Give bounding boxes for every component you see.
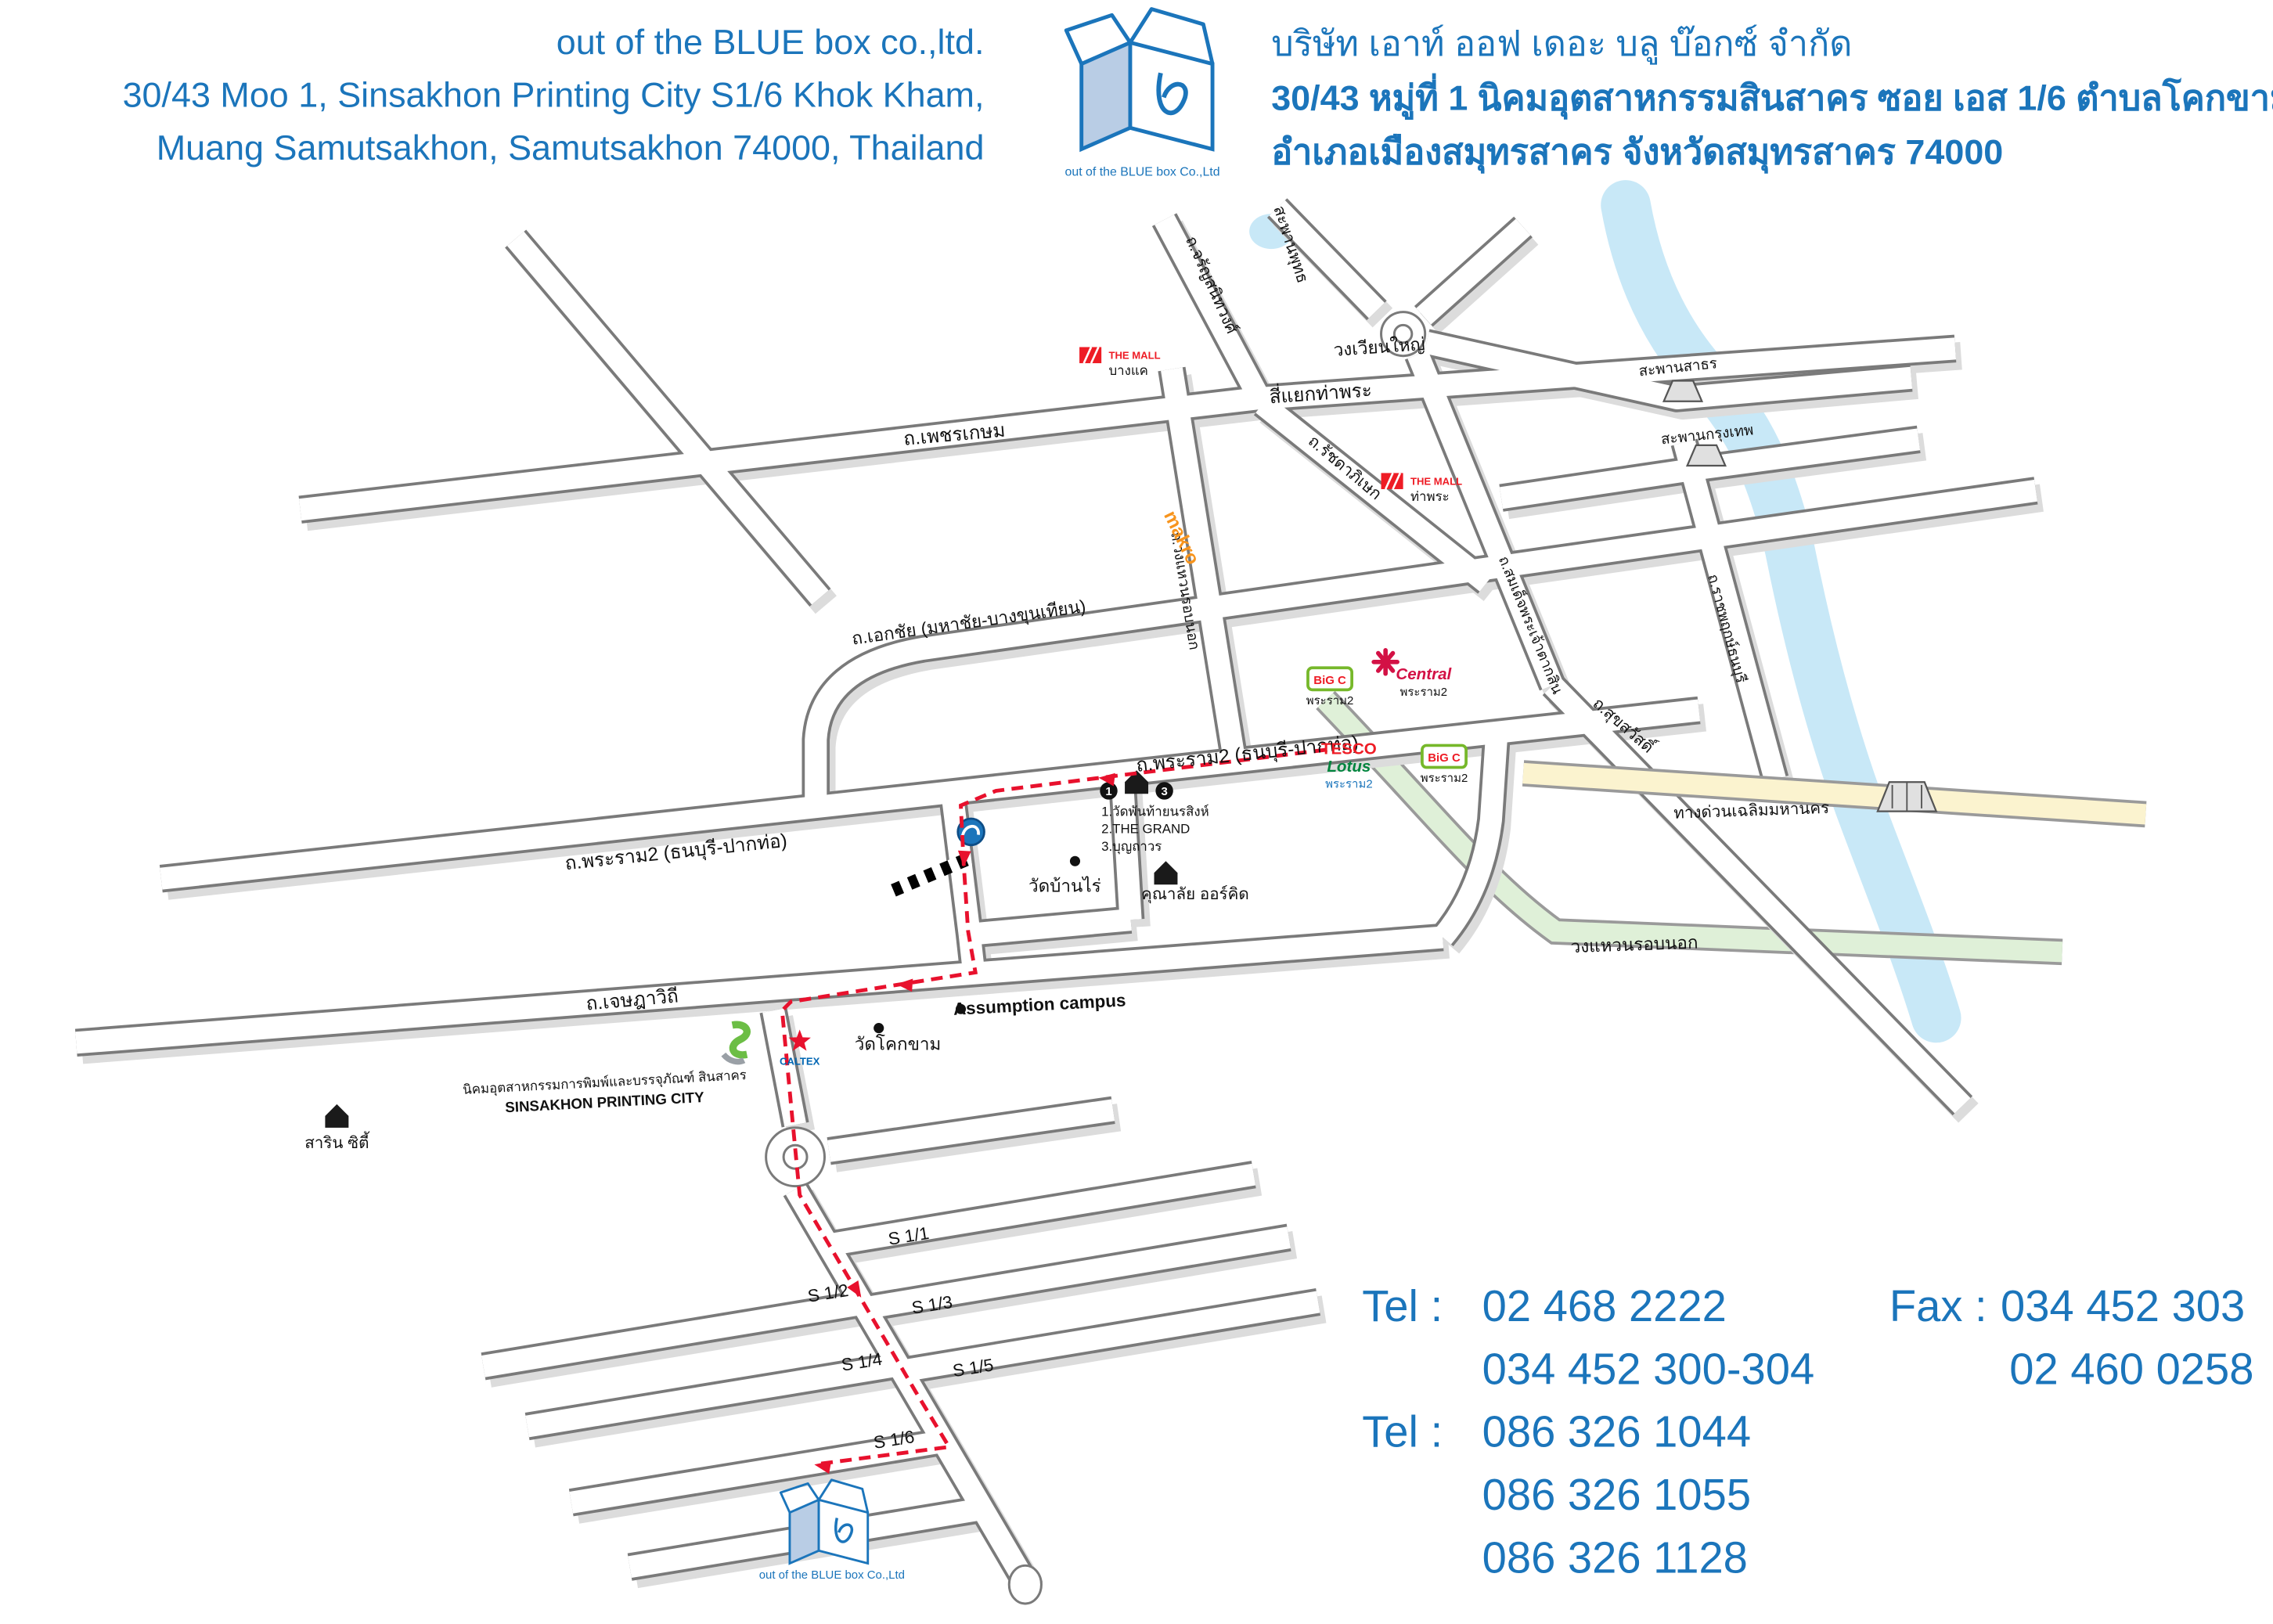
bigc-2-icon [1421, 744, 1468, 769]
road-end-bulb [1007, 1564, 1043, 1605]
brand-bigc-2: BiG C [1428, 751, 1461, 765]
legend-marker-1: 1 [1105, 785, 1111, 798]
tel-number-4: 086 326 1055 [1482, 1471, 1752, 1521]
sarin-city-house-icon [325, 1104, 349, 1128]
route [780, 747, 1326, 1475]
themall-bangkae-icon [1079, 346, 1102, 364]
company-logo-top: out of the BLUE box Co.,Ltd [1025, 3, 1259, 179]
brand-tesco-branch: พระราม2 [1325, 778, 1373, 791]
route-arrow-3 [896, 978, 913, 992]
brand-tesco: TESCO [1321, 740, 1377, 758]
river [1249, 180, 1961, 1043]
poi-label-wat-khokkham: วัดโคกขาม [855, 1034, 942, 1054]
legend-circle-1 [1100, 782, 1118, 800]
brand-bigc-2-branch: พระราม2 [1421, 772, 1468, 785]
company-name-th: บริษัท เอาท์ ออฟ เดอะ บลู บ๊อกซ์ จำกัด [1271, 24, 1853, 65]
road-label-wongwianyai: วงเวียนใหญ่ [1333, 334, 1426, 360]
legend-house-icon [1125, 770, 1149, 794]
brand-themall-bangkae: THE MALL [1108, 349, 1160, 361]
sathorn-bridge-icon [1662, 380, 1704, 402]
ptt-swirl-icon [956, 817, 985, 847]
bottom-logo-caption: out of the BLUE box Co.,Ltd [759, 1568, 905, 1582]
blue-box-logo-bottom-icon [779, 1478, 870, 1565]
legend-circle-3 [1155, 782, 1173, 800]
company-name-en: out of the BLUE box co.,ltd. [556, 23, 985, 63]
road-label-outer-ring: วงแหวนรอบนอก [1570, 933, 1698, 957]
legend-line-2: 2.THE GRAND [1101, 822, 1190, 837]
brand-central: Central [1396, 665, 1452, 683]
fax-number-2: 02 460 0258 [2009, 1345, 2254, 1395]
brand-bigc-1: BiG C [1313, 674, 1346, 687]
tel-label-2: Tel : [1362, 1409, 1443, 1457]
krungthep-bridge-icon [1685, 444, 1727, 467]
caltex-star-icon [788, 1029, 811, 1051]
wongwianyai-roundabout-center [1392, 323, 1414, 344]
brand-lotus: Lotus [1327, 758, 1371, 776]
wat-banrai-dot [1069, 855, 1081, 866]
tel-number-5: 086 326 1128 [1482, 1535, 1748, 1583]
central-star-icon [1371, 648, 1399, 676]
legend-marker-3: 3 [1161, 785, 1167, 798]
route-arrow-4 [847, 1280, 862, 1298]
brand-themall-bangkae-branch: บางแค [1108, 363, 1147, 378]
legend-line-3: 3.บุญถาวร [1101, 839, 1162, 855]
poi-label-kunalai-orchid: คุณาลัย ออร์คิด [1141, 885, 1249, 904]
route-arrow-5 [814, 1460, 832, 1475]
brand-caltex: CALTEX [780, 1055, 820, 1067]
address-th-line2: อำเภอเมืองสมุทรสาคร จังหวัดสมุทรสาคร 740… [1271, 133, 2004, 173]
header-address-th: บริษัท เอาท์ ออฟ เดอะ บลู บ๊อกซ์ จำกัด 3… [1271, 17, 2273, 180]
address-en-line1: 30/43 Moo 1, Sinsakhon Printing City S1/… [122, 76, 985, 116]
kunalai-house-icon [1154, 861, 1178, 885]
route-arrow-1 [1098, 772, 1115, 787]
address-en-line2: Muang Samutsakhon, Samutsakhon 74000, Th… [156, 128, 985, 169]
tel-number-2: 034 452 300-304 [1482, 1345, 1815, 1395]
logo-caption: out of the BLUE box Co.,Ltd [1064, 164, 1220, 179]
brand-themall-thapra-branch: ท่าพระ [1410, 489, 1450, 504]
landmark-icons [325, 346, 1727, 1565]
bigc-1-icon [1306, 666, 1353, 692]
route-arrow-2 [957, 850, 971, 867]
themall-thapra-icon [1381, 472, 1403, 490]
tel-number-3: 086 326 1044 [1482, 1409, 1752, 1457]
header-address-en: out of the BLUE box co.,ltd. 30/43 Moo 1… [15, 17, 985, 175]
blue-box-logo-icon [1064, 7, 1215, 153]
brand-central-branch: พระราม2 [1400, 686, 1448, 699]
brand-bigc-1-branch: พระราม2 [1306, 694, 1354, 708]
fax-label: Fax : [1889, 1283, 1987, 1331]
address-th-line1: 30/43 หมู่ที่ 1 นิคมอุตสาหกรรมสินสาคร ซอ… [1271, 79, 2273, 119]
legend-line-1: 1.วัดพันท้ายนรสิงห์ [1101, 804, 1209, 819]
poi-label-sarin-city: สาริน ซิตี้ [304, 1131, 370, 1152]
tel-number-1: 02 468 2222 [1482, 1283, 1727, 1331]
brand-themall-thapra: THE MALL [1410, 475, 1462, 487]
railway-crossing-icon [891, 852, 973, 897]
fax-number-1: 034 452 303 [2001, 1283, 2246, 1331]
poi-label-wat-banrai: วัดบ้านไร่ [1028, 877, 1101, 896]
sinsakhon-logo-icon [721, 1021, 751, 1065]
expressway-road [1522, 760, 2147, 828]
tel-label-1: Tel : [1362, 1283, 1443, 1331]
wat-khokkham-dot [874, 1023, 884, 1034]
assumption-dot [955, 1003, 967, 1014]
road-label-expressway: ทางด่วนเฉลิมมหานคร [1673, 799, 1830, 823]
